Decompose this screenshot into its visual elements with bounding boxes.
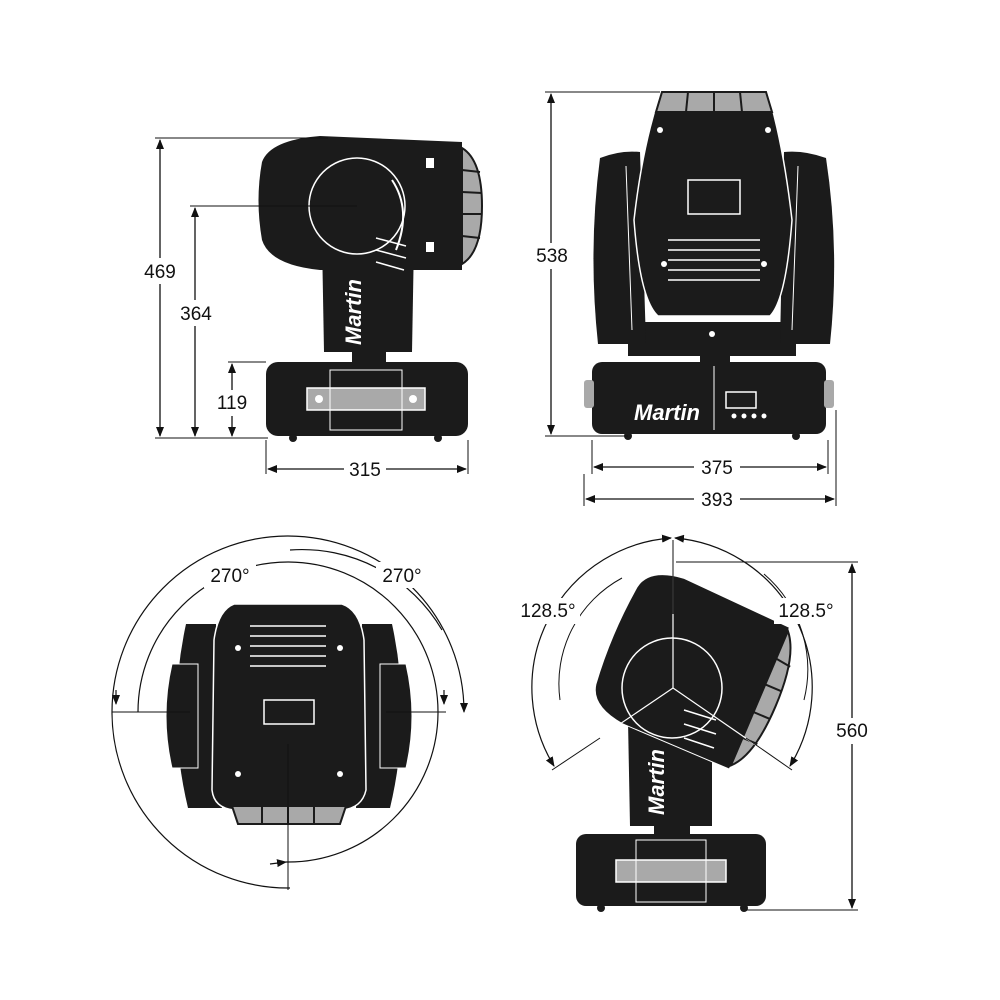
tilted-logo: Martin xyxy=(644,749,669,815)
side-height-base-label: 119 xyxy=(217,393,247,414)
front-logo: Martin xyxy=(634,400,700,425)
front-width-base-label: 375 xyxy=(701,458,733,479)
front-yoke-bar xyxy=(628,322,796,356)
side-view: Martin 469 364 119 315 xyxy=(144,136,484,481)
front-width-total-label: 393 xyxy=(701,490,733,511)
side-width-base-label: 315 xyxy=(349,460,381,481)
top-pan-right-label: 270° xyxy=(382,566,421,587)
front-yoke-arm-left xyxy=(593,151,646,344)
side-height-total-label: 469 xyxy=(144,262,176,283)
top-pan-left-label: 270° xyxy=(210,566,249,587)
front-base xyxy=(592,362,826,434)
tilted-height-total-label: 560 xyxy=(836,721,868,742)
tilted-tilt-left-label: 128.5° xyxy=(520,601,575,622)
tilted-tilt-right-label: 128.5° xyxy=(778,601,833,622)
top-view: 270° 270° xyxy=(111,535,468,890)
side-logo: Martin xyxy=(341,279,366,345)
side-lens-grill xyxy=(461,146,484,266)
front-view: Martin 538 375 xyxy=(530,91,837,511)
tilted-view: Martin 128.5° 128.5° 560 xyxy=(516,534,874,912)
side-height-tilt-axis-label: 364 xyxy=(180,304,212,325)
front-height-total-label: 538 xyxy=(536,246,568,267)
